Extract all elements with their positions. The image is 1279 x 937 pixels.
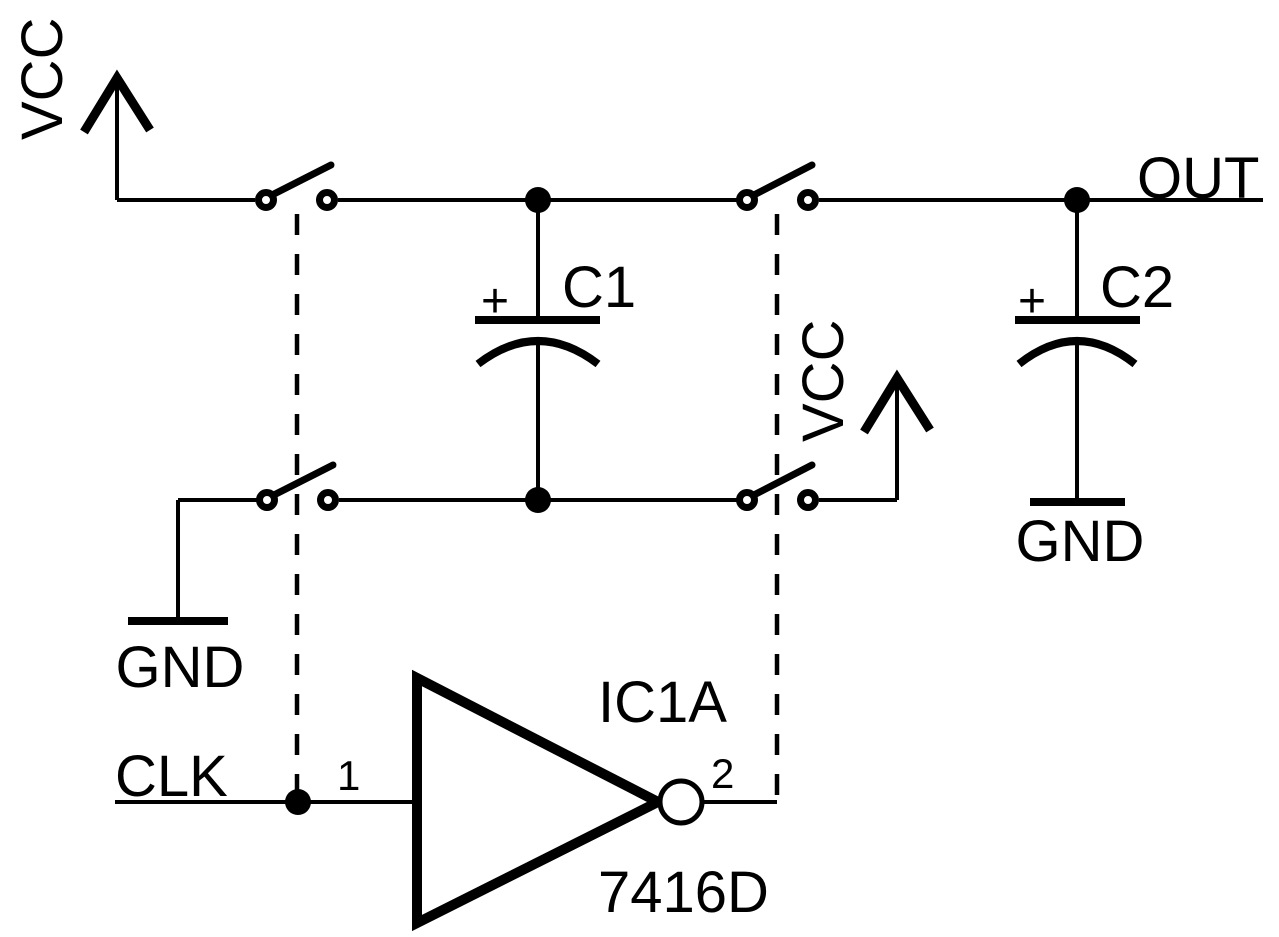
- switch-s4-contact-right: [797, 489, 819, 511]
- junction-c1-bottom: [525, 487, 551, 513]
- inverter-name-label: IC1A: [598, 670, 727, 735]
- switch-s2-contact-right: [797, 189, 819, 211]
- capacitor-c2: + C2: [1015, 200, 1174, 499]
- c2-negative-plate: [1016, 337, 1138, 368]
- inverter-gate: 1 2 IC1A 7416D: [337, 669, 777, 932]
- switch-s2-lever: [746, 161, 816, 201]
- clk-net: CLK: [115, 744, 417, 815]
- switch-s3-contact-right: [317, 489, 339, 511]
- switch-s4-contact-left: [736, 489, 758, 511]
- inverter-bubble-icon: [657, 778, 705, 826]
- vcc-right-label: VCC: [791, 320, 856, 442]
- vcc-power-flag-right: VCC: [791, 320, 934, 500]
- gnd-left-label: GND: [116, 635, 245, 700]
- gnd-right-label: GND: [1016, 509, 1145, 574]
- junction-clk: [285, 789, 311, 815]
- switch-s1-contact-left: [255, 189, 277, 211]
- vcc-left-arrowhead-icon: [80, 69, 154, 135]
- switch-s1-lever: [264, 161, 335, 201]
- vcc-right-arrowhead-icon: [860, 369, 934, 435]
- switch-s4-lever: [746, 461, 816, 501]
- ground-symbol-left: GND: [116, 617, 245, 700]
- c1-label: C1: [562, 255, 636, 320]
- c2-label: C2: [1100, 255, 1174, 320]
- c1-polarity-mark: +: [481, 275, 509, 328]
- switch-s3-lever: [266, 461, 337, 501]
- out-label: OUT: [1137, 146, 1259, 211]
- switch-s2-icon: [736, 161, 819, 211]
- vcc-left-label: VCC: [10, 18, 75, 140]
- inverter-pin1-label: 1: [337, 752, 360, 799]
- capacitor-c1: + C1: [475, 200, 636, 500]
- switch-s4-icon: [736, 461, 819, 511]
- switch-s1-contact-right: [316, 189, 338, 211]
- c1-negative-plate: [475, 337, 601, 368]
- inverter-part-label: 7416D: [598, 860, 769, 925]
- inverter-triangle-icon: [412, 669, 670, 932]
- inverter-pin2-label: 2: [711, 750, 734, 797]
- switch-s2-contact-left: [736, 189, 758, 211]
- vcc-power-flag-left: VCC: [10, 18, 154, 200]
- switch-s3-contact-left: [256, 489, 278, 511]
- clk-label: CLK: [115, 744, 228, 809]
- ground-symbol-right: GND: [1016, 498, 1145, 574]
- switch-s1-icon: [255, 161, 338, 211]
- c2-polarity-mark: +: [1018, 275, 1046, 328]
- switch-s3-icon: [256, 461, 339, 511]
